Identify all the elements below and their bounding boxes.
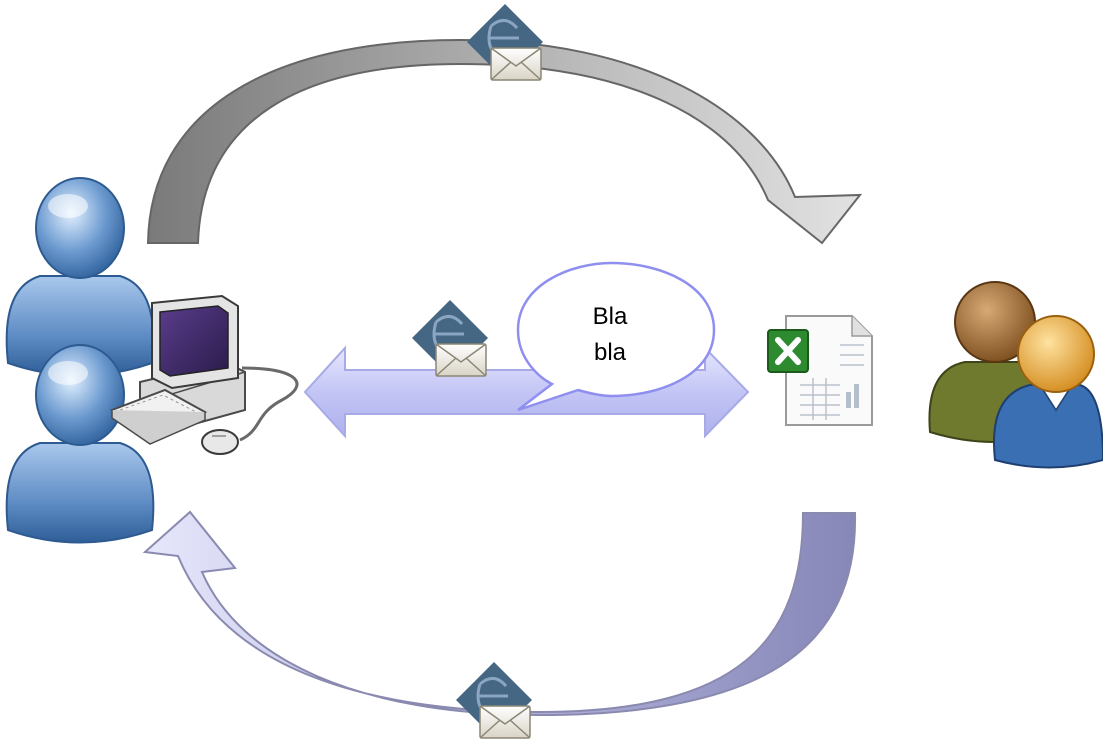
email-icon [410, 298, 490, 378]
user-silhouette-icon [5, 344, 155, 544]
speech-bubble: Bla bla [516, 261, 716, 412]
excel-spreadsheet-icon [767, 315, 873, 426]
desktop-computer-icon [109, 294, 299, 455]
speech-bubble-line-1: Bla [593, 303, 628, 330]
bottom-flow-arrow [142, 510, 857, 717]
email-icon [454, 660, 534, 740]
user-group-icon [928, 281, 1103, 469]
top-flow-arrow [146, 38, 863, 245]
speech-bubble-line-2: bla [594, 339, 627, 366]
email-icon [465, 2, 545, 82]
